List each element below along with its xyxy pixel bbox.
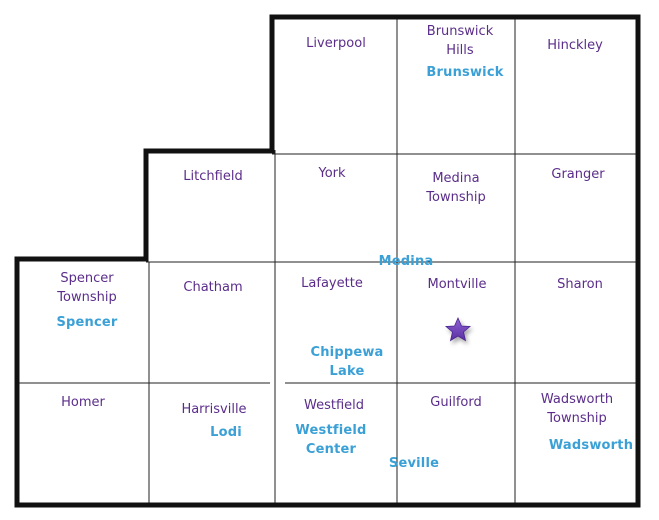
township-york-label: York — [318, 166, 346, 181]
township-granger-label: Granger — [551, 167, 605, 182]
township-homer-label: Homer — [61, 395, 105, 410]
township-harrisville-label: Harrisville — [181, 402, 247, 417]
township-litchfield-label: Litchfield — [183, 169, 243, 184]
township-chatham-label: Chatham — [183, 280, 243, 295]
township-liverpool-label: Liverpool — [306, 36, 366, 51]
county-border — [14, 14, 641, 508]
city-wadsworth-label: Wadsworth — [548, 438, 634, 453]
township-sharon-label: Sharon — [557, 277, 603, 292]
city-medina-label: Medina — [378, 254, 434, 269]
township-hinckley-label: Hinckley — [547, 38, 603, 53]
star-icon — [444, 317, 472, 342]
township-guilford-label: Guilford — [430, 395, 482, 410]
city-seville-label: Seville — [388, 456, 440, 471]
city-brunswick-label: Brunswick — [426, 65, 504, 80]
city-spencer-label: Spencer — [56, 315, 118, 330]
township-lafayette-label: Lafayette — [301, 276, 363, 291]
township-grid — [17, 17, 638, 505]
township-montville-label: Montville — [427, 277, 487, 292]
township-westfield-label: Westfield — [303, 398, 365, 413]
city-lodi-label: Lodi — [210, 425, 242, 440]
